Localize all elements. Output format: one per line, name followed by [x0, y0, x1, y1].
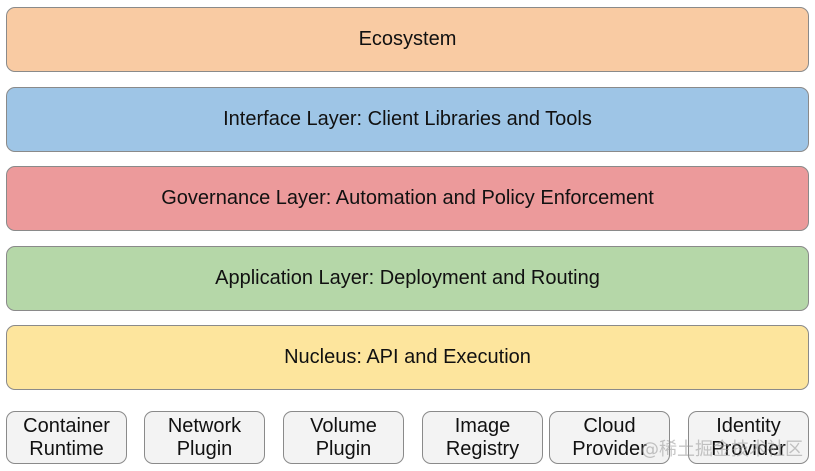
plugin-line2: Plugin — [176, 437, 233, 460]
layer-label: Interface Layer: Client Libraries and To… — [223, 108, 592, 130]
watermark: @稀土掘金技术社区 — [641, 439, 803, 460]
plugin-line1: Network — [167, 414, 242, 437]
layer-label: Application Layer: Deployment and Routin… — [215, 267, 600, 289]
plugin-volume: Volume Plugin — [283, 411, 404, 464]
layer-application: Application Layer: Deployment and Routin… — [6, 246, 809, 311]
plugin-identity-provider: Identity Provider — [688, 411, 809, 464]
plugin-line1: Volume — [310, 414, 377, 437]
plugin-cloud-provider: Cloud Provider — [549, 411, 670, 464]
plugin-line2: Provider — [572, 437, 647, 460]
plugin-line2: Provider — [711, 437, 786, 460]
plugin-line2: Registry — [445, 437, 520, 460]
layer-governance: Governance Layer: Automation and Policy … — [6, 166, 809, 231]
plugin-container-runtime: Container Runtime — [6, 411, 127, 464]
layer-label: Governance Layer: Automation and Policy … — [161, 187, 654, 209]
plugin-line1: Image — [454, 414, 511, 437]
plugin-line2: Runtime — [29, 437, 104, 460]
plugin-line2: Plugin — [315, 437, 372, 460]
plugin-line1: Identity — [716, 414, 781, 437]
plugin-line1: Container — [23, 414, 110, 437]
plugin-network: Network Plugin — [144, 411, 265, 464]
layer-label: Ecosystem — [358, 28, 457, 50]
layer-nucleus: Nucleus: API and Execution — [6, 325, 809, 390]
layer-label: Nucleus: API and Execution — [284, 346, 531, 368]
layer-ecosystem: Ecosystem — [6, 7, 809, 72]
plugin-line1: Cloud — [583, 414, 636, 437]
layer-interface: Interface Layer: Client Libraries and To… — [6, 87, 809, 152]
plugin-image-registry: Image Registry — [422, 411, 543, 464]
